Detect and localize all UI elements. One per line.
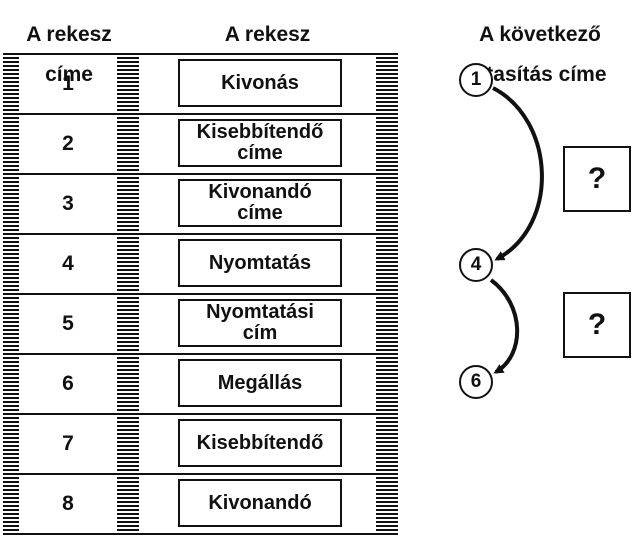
- memory-content-box: Nyomtatás: [178, 239, 342, 287]
- memory-content-line2: címe: [237, 202, 283, 224]
- memory-address: 1: [62, 72, 74, 95]
- memory-content-box: Kivonandó: [178, 479, 342, 527]
- memory-content-line1: Kivonandó: [208, 181, 312, 203]
- memory-content-line1: Kisebbítendő: [196, 121, 324, 143]
- memory-content-line1: Kivonás: [221, 71, 299, 94]
- memory-content-line2: címe: [237, 142, 283, 164]
- memory-content-line2: cím: [242, 322, 278, 344]
- memory-row: 8 Kivonandó: [19, 475, 376, 535]
- memory-address: 8: [62, 492, 74, 515]
- question-box-2: ?: [563, 292, 631, 358]
- memory-row: 7 Kisebbítendő: [19, 415, 376, 475]
- memory-content-line1: Megállás: [217, 371, 303, 394]
- memory-address: 5: [62, 312, 74, 335]
- memory-address: 7: [62, 432, 74, 455]
- memory-address: 6: [62, 372, 74, 395]
- memory-content-box: Kivonás: [178, 59, 342, 107]
- memory-row: 4 Nyomtatás: [19, 235, 376, 295]
- sequence-node-1: 1: [459, 63, 493, 97]
- question-box-1: ?: [563, 146, 631, 212]
- memory-row: 1 Kivonás: [19, 55, 376, 115]
- memory-content-line1: Kivonandó: [208, 491, 312, 514]
- header-next-instruction: A következő utasítás címe: [440, 5, 640, 105]
- arrow-1-to-4: [492, 86, 544, 261]
- arrow-4-to-6: [489, 278, 520, 374]
- memory-edge-stripes-right: [376, 53, 398, 537]
- memory-content-line1: Nyomtatás: [208, 251, 312, 274]
- header-next-line2: utasítás címe: [473, 63, 607, 86]
- header-content-line1: A rekesz: [224, 23, 311, 46]
- header-next-line1: A következő: [479, 23, 601, 46]
- sequence-node-2: 4: [459, 248, 493, 282]
- memory-edge-stripes-left: [3, 53, 19, 537]
- memory-content-line1: Nyomtatási: [206, 301, 314, 323]
- memory-address: 2: [62, 132, 74, 155]
- header-address-line1: A rekesz: [26, 23, 112, 46]
- memory-address: 3: [62, 192, 74, 215]
- memory-content-line1: Kisebbítendő: [196, 431, 324, 454]
- memory-row: 6 Megállás: [19, 355, 376, 415]
- header-address: A rekesz címe: [5, 5, 133, 105]
- sequence-node-3: 6: [459, 365, 493, 399]
- memory-address: 4: [62, 252, 74, 275]
- memory-content-box: Kisebbítendő: [178, 419, 342, 467]
- memory-content-box: Megállás: [178, 359, 342, 407]
- header-address-line2: címe: [45, 63, 93, 86]
